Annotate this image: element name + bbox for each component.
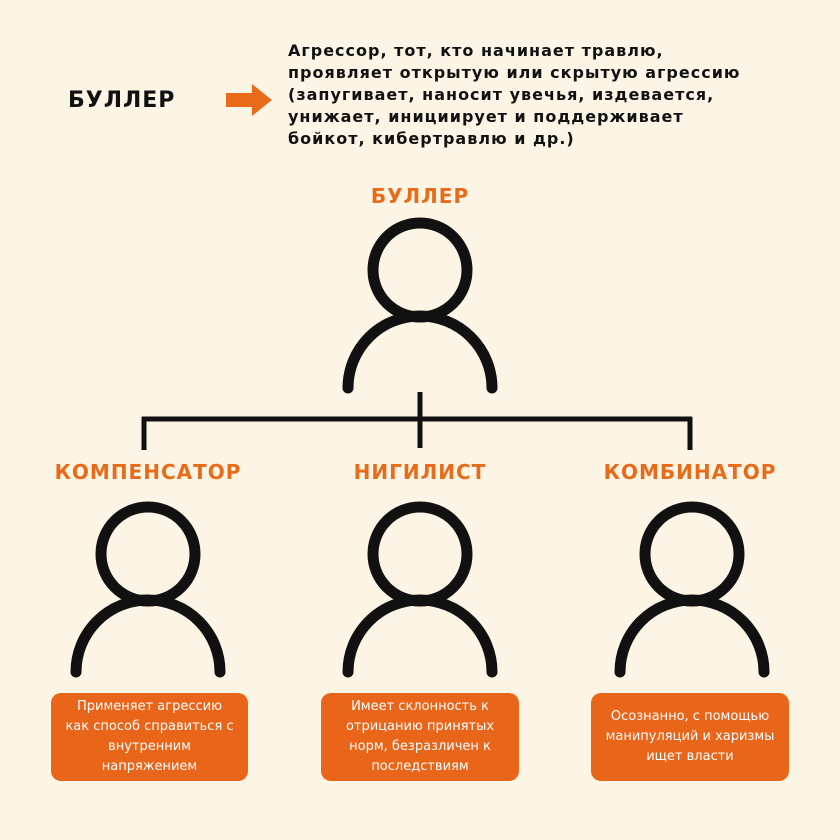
arrow-right-icon <box>226 84 272 116</box>
root-role-title: БУЛЛЕР <box>370 184 470 208</box>
type-description-combinator: Осознанно, с помощью манипуляций и хариз… <box>591 693 789 781</box>
type-description-nihilist: Имеет склонность к отрицанию принятых но… <box>321 693 519 781</box>
bully-definition: Агрессор, тот, кто начинает травлю, проя… <box>288 41 741 148</box>
type-title-nihilist: НИГИЛИСТ <box>353 460 487 484</box>
person-icon <box>70 501 226 678</box>
top-label: БУЛЛЕР <box>68 88 176 113</box>
person-icon <box>342 217 498 394</box>
person-icon <box>342 501 498 678</box>
type-description-compensator: Применяет агрессию как способ справиться… <box>51 693 248 781</box>
type-title-combinator: КОМБИНАТОР <box>603 460 777 484</box>
type-title-compensator: КОМПЕНСАТОР <box>54 460 242 484</box>
person-icon <box>614 501 770 678</box>
